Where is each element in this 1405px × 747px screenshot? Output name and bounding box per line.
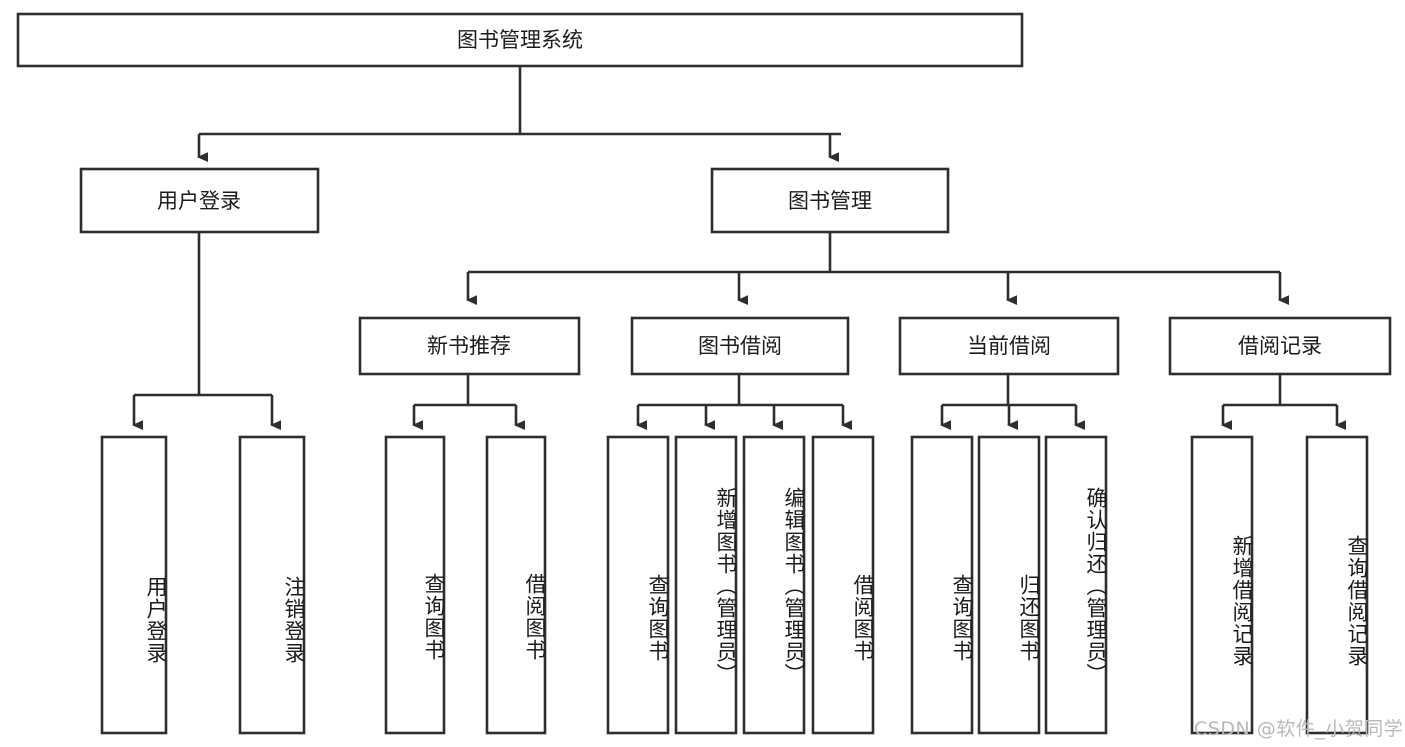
leaf-box-cb-query-book[interactable] xyxy=(910,435,974,735)
connectors-book-borrow-to-leaves xyxy=(636,374,852,430)
connectors-user-login-to-leaves xyxy=(132,232,281,430)
leaf-box-bb-edit-book[interactable] xyxy=(742,435,806,735)
node-borrow-record-label: 借阅记录 xyxy=(1238,334,1322,358)
connectors-root-to-level2 xyxy=(197,66,841,162)
leaf-box-logout[interactable] xyxy=(238,435,306,735)
node-book-borrow[interactable]: 图书借阅 xyxy=(630,316,850,376)
leaf-box-user-login[interactable] xyxy=(100,435,168,735)
node-user-login[interactable]: 用户登录 xyxy=(79,167,320,234)
connectors-book-manage-to-level3 xyxy=(466,232,1289,305)
connectors-borrow-record-to-leaves xyxy=(1221,374,1346,430)
node-borrow-record-box[interactable] xyxy=(1168,316,1392,376)
leaf-box-cb-return-book[interactable] xyxy=(977,435,1041,735)
node-root-system[interactable]: 图书管理系统 xyxy=(16,12,1024,68)
leaf-box-bb-add-book[interactable] xyxy=(674,435,738,735)
node-current-borrow[interactable]: 当前借阅 xyxy=(898,316,1120,376)
node-book-borrow-box[interactable] xyxy=(630,316,850,376)
node-borrow-record[interactable]: 借阅记录 xyxy=(1168,316,1392,376)
leaf-box-bb-query-book[interactable] xyxy=(606,435,670,735)
node-root-box[interactable] xyxy=(16,12,1024,68)
node-new-book-recommend-label: 新书推荐 xyxy=(427,334,511,358)
leaf-box-br-query-record[interactable] xyxy=(1305,435,1369,735)
leaf-box-br-add-record[interactable] xyxy=(1190,435,1254,735)
node-current-borrow-box[interactable] xyxy=(898,316,1120,376)
connectors-new-book-recommend-to-leaves xyxy=(412,374,525,430)
node-book-manage-label: 图书管理 xyxy=(788,189,872,213)
connectors-current-borrow-to-leaves xyxy=(940,374,1085,430)
csdn-watermark: CSDN @软件_小贺同学 xyxy=(1194,718,1404,740)
leaf-box-nbr-query-book[interactable] xyxy=(384,435,446,735)
node-root-label: 图书管理系统 xyxy=(457,28,583,52)
node-current-borrow-label: 当前借阅 xyxy=(967,334,1051,358)
node-book-borrow-label: 图书借阅 xyxy=(698,334,782,358)
leaf-box-bb-borrow-book[interactable] xyxy=(811,435,875,735)
node-new-book-recommend[interactable]: 新书推荐 xyxy=(358,316,581,376)
node-user-login-box[interactable] xyxy=(79,167,320,234)
leaf-box-cb-confirm-return[interactable] xyxy=(1044,435,1108,735)
node-book-manage[interactable]: 图书管理 xyxy=(710,167,950,234)
node-user-login-label: 用户登录 xyxy=(157,189,241,213)
node-book-manage-box[interactable] xyxy=(710,167,950,234)
node-new-book-recommend-box[interactable] xyxy=(358,316,581,376)
leaf-box-nbr-borrow-book[interactable] xyxy=(485,435,547,735)
